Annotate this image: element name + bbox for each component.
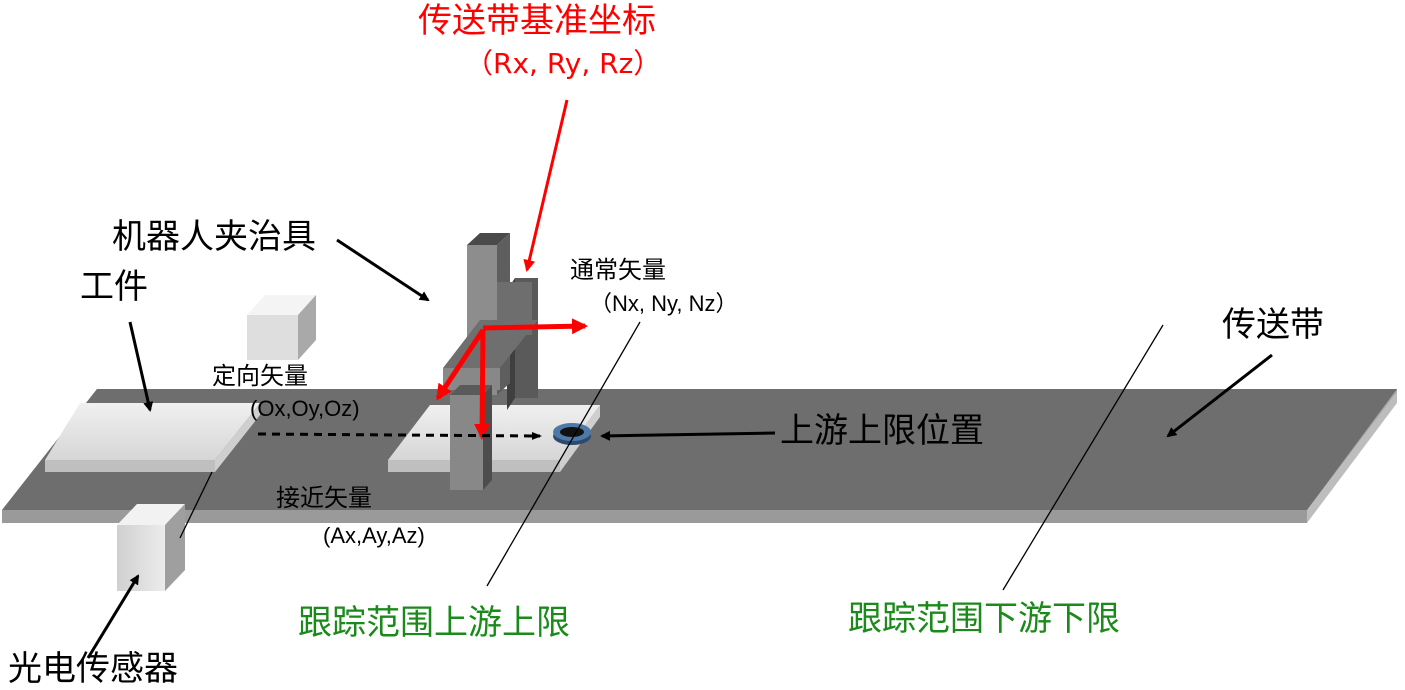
workpiece-pointer	[128, 321, 154, 412]
callout-lines	[86, 238, 1273, 659]
orient-vector-vars: (Ox,Oy,Oz)	[250, 396, 360, 421]
normal-vector-vars: （Nx, Ny, Nz）	[590, 291, 738, 316]
conveyor-belt	[2, 389, 1397, 523]
photo-sensor-box	[117, 504, 185, 591]
approach-vector-arrow	[474, 329, 491, 440]
tool-frame-vectors	[435, 99, 588, 440]
robot-gripper-label: 机器人夹治具	[112, 217, 316, 257]
approach-vector-label: 接近矢量	[276, 484, 372, 512]
workpiece-label: 工件	[80, 267, 148, 307]
normal-vector-arrow	[482, 318, 588, 335]
upstream-upper-position-marker	[553, 423, 591, 445]
approach-vector-vars: (Ax,Ay,Az)	[323, 523, 425, 548]
sensor-beam-line	[179, 471, 213, 539]
normal-vector-label: 通常矢量	[570, 256, 666, 284]
conveyor-pointer	[1166, 353, 1273, 438]
photo-sensor-label: 光电传感器	[8, 649, 178, 689]
robot-gripper	[443, 233, 538, 490]
tracking-downstream-limit-label: 跟踪范围下游下限	[848, 599, 1120, 639]
upstream-upper-position-label: 上游上限位置	[780, 411, 984, 451]
workpiece-left	[45, 403, 260, 472]
tracking-downstream-limit-line	[1002, 324, 1164, 591]
conveyor-ref-coord-title: 传送带基准坐标	[418, 1, 656, 41]
tracking-upstream-limit-line	[486, 321, 641, 587]
tracking-upstream-limit-label: 跟踪范围上游上限	[298, 603, 570, 643]
photo-sensor-pointer	[86, 574, 140, 659]
upstream-position-pointer	[600, 430, 776, 441]
gripper-pointer	[336, 238, 430, 302]
workpiece-box-upper	[247, 295, 316, 360]
orient-vector-label: 定向矢量	[212, 362, 308, 390]
ref-coord-pointer	[523, 99, 569, 272]
orientation-vector-arrow	[435, 328, 486, 401]
conveyor-ref-coord-vars: （Rx, Ry, Rz）	[465, 47, 662, 80]
conveyor-label: 传送带	[1222, 305, 1324, 345]
workpiece-travel-path	[257, 431, 542, 440]
